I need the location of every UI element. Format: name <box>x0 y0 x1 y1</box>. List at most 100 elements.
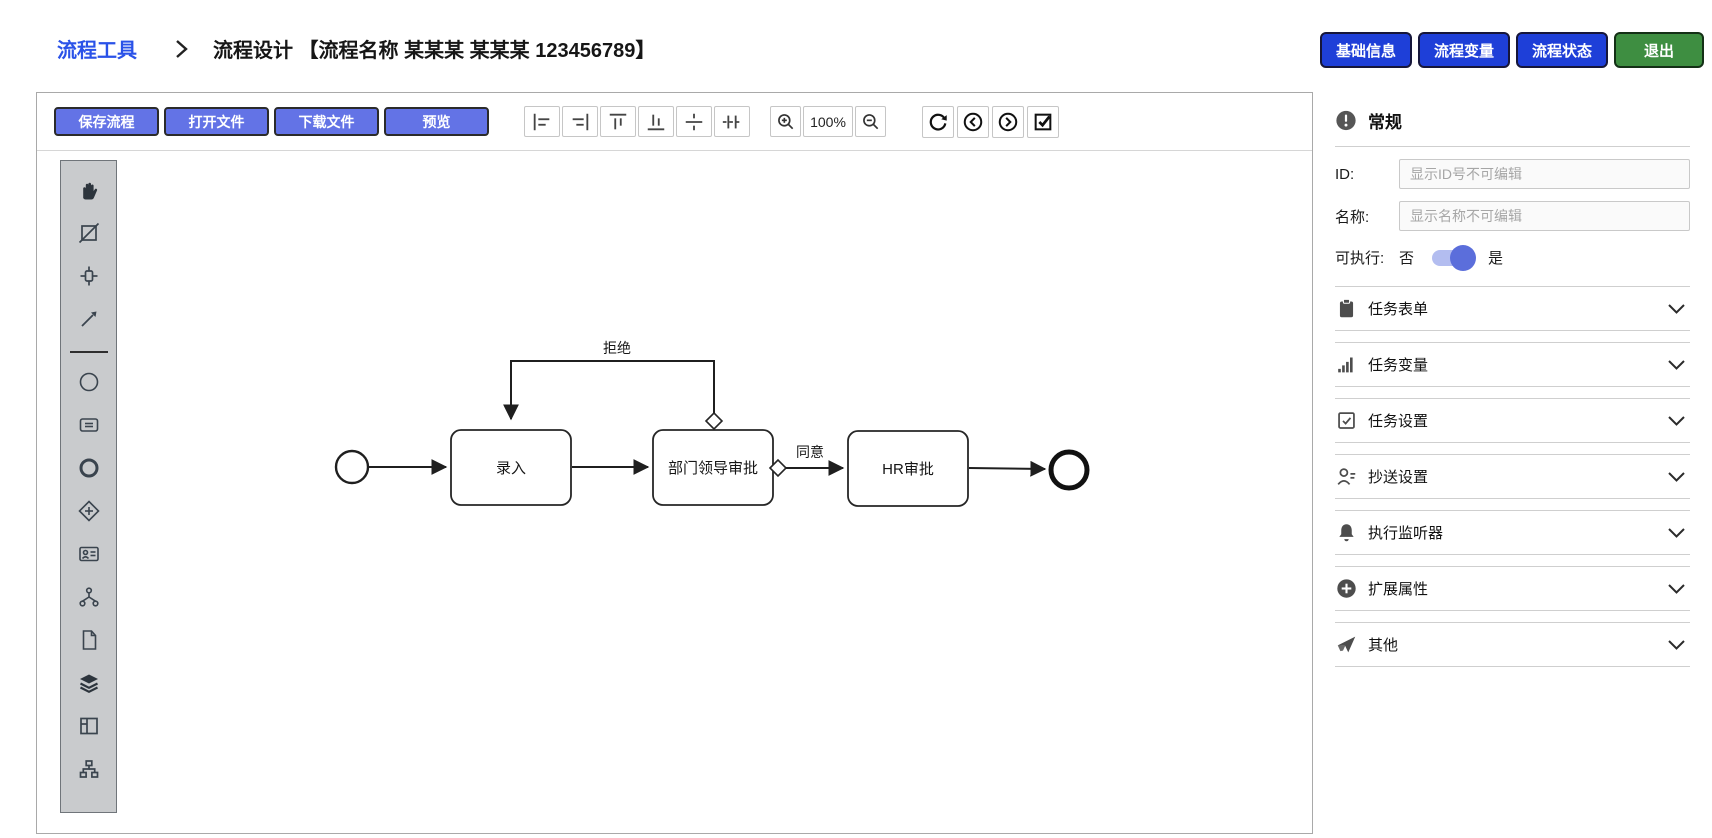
zoom-out-button[interactable] <box>855 106 886 137</box>
open-file-button[interactable]: 打开文件 <box>164 107 269 136</box>
header-buttons: 基础信息 流程变量 流程状态 退出 <box>1319 32 1704 68</box>
send-icon <box>1335 634 1357 656</box>
svg-text:录入: 录入 <box>496 460 526 477</box>
process-status-button[interactable]: 流程状态 <box>1515 32 1608 68</box>
breadcrumb: 流程工具 流程设计 【流程名称 某某某 某某某 123456789】 <box>57 34 655 63</box>
zoom-level-value: 100% <box>803 106 853 137</box>
id-input[interactable] <box>1399 159 1690 189</box>
file-shape-icon[interactable] <box>75 627 103 653</box>
executable-label: 可执行: <box>1335 250 1385 267</box>
name-label: 名称: <box>1335 208 1370 226</box>
task-node-luru[interactable]: 录入 <box>450 429 572 506</box>
flow-reject[interactable]: 拒绝 <box>503 340 724 431</box>
clipboard-icon <box>1335 298 1357 320</box>
bar-chart-icon <box>1335 354 1357 376</box>
space-tool-icon[interactable] <box>75 263 103 289</box>
executable-on-label: 是 <box>1488 250 1504 267</box>
align-vertical-center-button[interactable] <box>676 106 712 137</box>
chevron-down-icon[interactable] <box>1667 303 1686 315</box>
layers-icon[interactable] <box>75 670 103 696</box>
align-vertical-center-icon <box>683 111 705 133</box>
exit-button[interactable]: 退出 <box>1614 32 1704 68</box>
section-task-settings[interactable]: 任务设置 <box>1335 398 1690 443</box>
breadcrumb-root-link[interactable]: 流程工具 <box>57 40 137 62</box>
flow-agree[interactable]: 同意 <box>768 444 845 478</box>
task-node-hr-approval[interactable]: HR审批 <box>847 430 969 507</box>
align-right-icon <box>569 111 591 133</box>
tool-palette <box>60 160 117 813</box>
download-file-button[interactable]: 下载文件 <box>274 107 379 136</box>
redo-icon <box>997 111 1019 133</box>
page-title: 流程设计 【流程名称 某某某 某某某 123456789】 <box>213 40 656 62</box>
zoom-in-button[interactable] <box>770 106 801 137</box>
align-bottom-icon <box>645 111 667 133</box>
checkbox-check-icon <box>1032 111 1054 133</box>
process-canvas[interactable]: 录入 部门领导审批 拒绝 同意 HR审批 <box>37 151 1306 833</box>
executable-row: 可执行: 否 是 <box>1335 244 1690 271</box>
user-task-shape-icon[interactable] <box>75 541 103 567</box>
task-shape-icon[interactable] <box>75 412 103 438</box>
chevron-down-icon[interactable] <box>1667 471 1686 483</box>
section-task-form[interactable]: 任务表单 <box>1335 286 1690 331</box>
undo-button[interactable] <box>957 105 989 138</box>
hand-tool-icon[interactable] <box>75 177 103 203</box>
align-left-button[interactable] <box>524 106 560 137</box>
canvas-toolbar: 保存流程 打开文件 下载文件 预览 <box>37 93 1312 151</box>
align-top-icon <box>607 111 629 133</box>
executable-toggle[interactable] <box>1432 244 1477 271</box>
undo-icon <box>962 111 984 133</box>
end-event-node[interactable] <box>1048 449 1090 491</box>
property-sections: 任务表单 任务变量 任务设置 <box>1335 286 1690 667</box>
chevron-down-icon[interactable] <box>1667 359 1686 371</box>
svg-text:部门领导审批: 部门领导审批 <box>668 460 758 477</box>
name-form-row: 名称: <box>1335 201 1690 231</box>
chevron-down-icon[interactable] <box>1667 415 1686 427</box>
chevron-down-icon[interactable] <box>1667 583 1686 595</box>
org-chart-shape-icon[interactable] <box>75 756 103 782</box>
designer-panel: 保存流程 打开文件 下载文件 预览 <box>36 92 1313 834</box>
align-horizontal-center-button[interactable] <box>714 106 750 137</box>
align-top-button[interactable] <box>600 106 636 137</box>
section-extended-properties[interactable]: 扩展属性 <box>1335 566 1690 611</box>
id-label: ID: <box>1335 165 1355 183</box>
task-node-dept-approval[interactable]: 部门领导审批 <box>652 429 774 506</box>
general-section-header: 常规 <box>1335 94 1690 146</box>
start-event-shape-icon[interactable] <box>75 369 103 395</box>
validate-button[interactable] <box>1027 105 1059 138</box>
zoom-out-icon <box>861 112 881 132</box>
save-process-button[interactable]: 保存流程 <box>54 107 159 136</box>
chevron-down-icon[interactable] <box>1667 639 1686 651</box>
chevron-down-icon[interactable] <box>1667 527 1686 539</box>
svg-text:HR审批: HR审批 <box>882 461 934 478</box>
flow-task3-to-end[interactable] <box>968 460 1047 477</box>
subprocess-shape-icon[interactable] <box>75 584 103 610</box>
preview-button[interactable]: 预览 <box>384 107 489 136</box>
section-cc-settings[interactable]: 抄送设置 <box>1335 454 1690 499</box>
chevron-right-icon <box>173 38 189 60</box>
app-header: 流程工具 流程设计 【流程名称 某某某 某某某 123456789】 基础信息 … <box>0 0 1712 92</box>
align-right-button[interactable] <box>562 106 598 137</box>
lasso-tool-icon[interactable] <box>75 220 103 246</box>
gateway-shape-icon[interactable] <box>75 498 103 524</box>
section-task-variables[interactable]: 任务变量 <box>1335 342 1690 387</box>
general-divider <box>1335 146 1690 147</box>
executable-toggle-knob <box>1450 244 1477 271</box>
section-execution-listener[interactable]: 执行监听器 <box>1335 510 1690 555</box>
alert-circle-icon <box>1335 109 1357 131</box>
plus-circle-icon <box>1335 578 1357 600</box>
start-event-node[interactable] <box>334 449 370 485</box>
process-variables-button[interactable]: 流程变量 <box>1417 32 1510 68</box>
basic-info-button[interactable]: 基础信息 <box>1319 32 1412 68</box>
panel-layout-shape-icon[interactable] <box>75 713 103 739</box>
general-section-title: 常规 <box>1368 112 1402 132</box>
end-event-shape-icon[interactable] <box>75 455 103 481</box>
copy-user-icon <box>1335 466 1357 488</box>
align-bottom-button[interactable] <box>638 106 674 137</box>
palette-divider <box>69 351 108 353</box>
redo-button[interactable] <box>992 105 1024 138</box>
name-input[interactable] <box>1399 201 1690 231</box>
global-connect-tool-icon[interactable] <box>75 306 103 332</box>
refresh-button[interactable] <box>922 105 954 138</box>
properties-panel: 常规 ID: 名称: 可执行: 否 是 任务表单 <box>1313 92 1712 838</box>
section-other[interactable]: 其他 <box>1335 622 1690 667</box>
